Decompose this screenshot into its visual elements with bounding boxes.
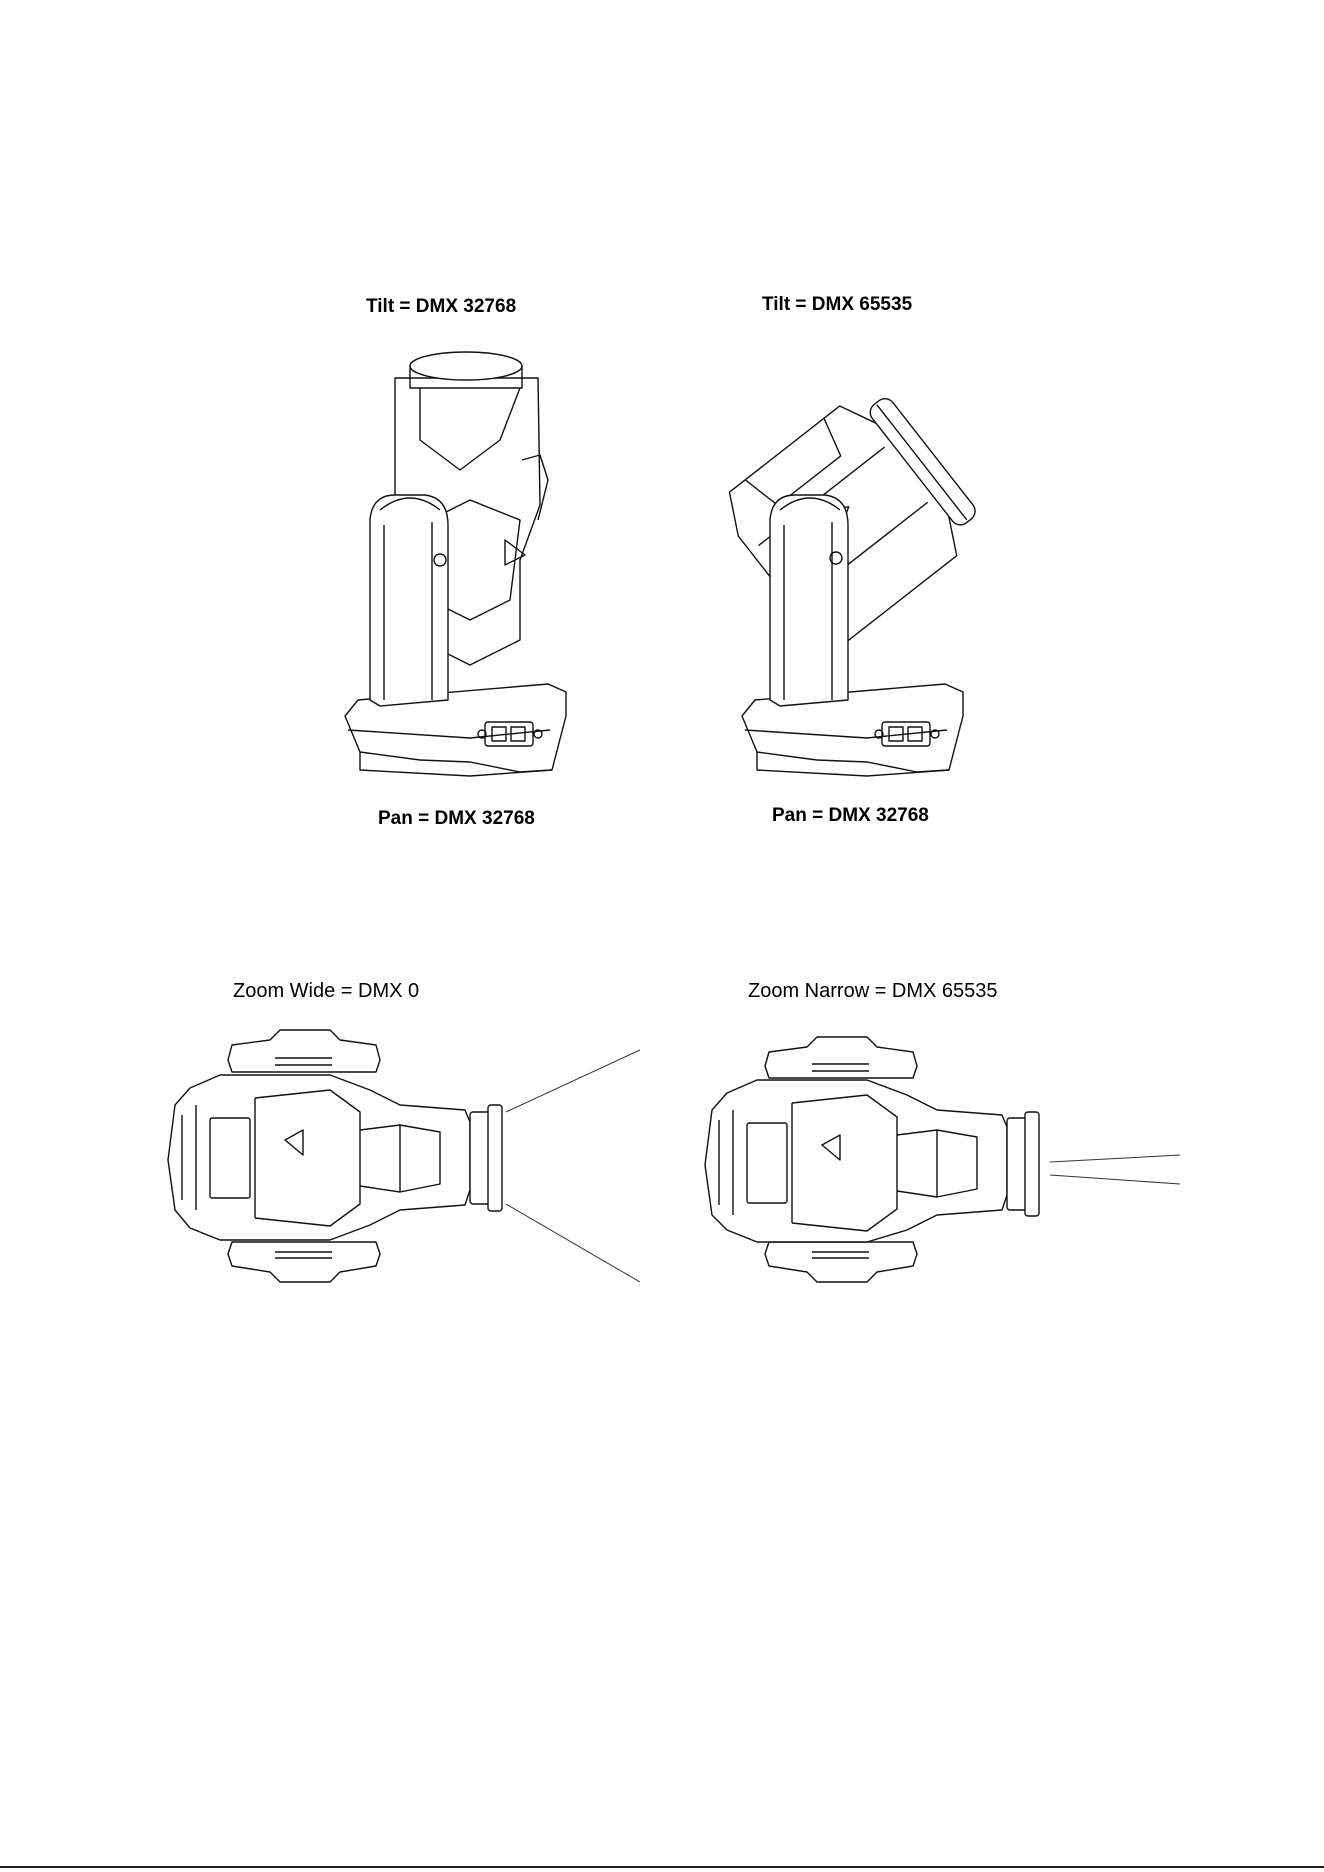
zoom-narrow-drawing xyxy=(705,1037,1180,1282)
moving-head-tilted-drawing xyxy=(714,379,992,776)
footer-rule xyxy=(0,1866,1324,1868)
moving-head-upright-drawing xyxy=(345,352,566,776)
zoom-wide-drawing xyxy=(168,1030,640,1282)
